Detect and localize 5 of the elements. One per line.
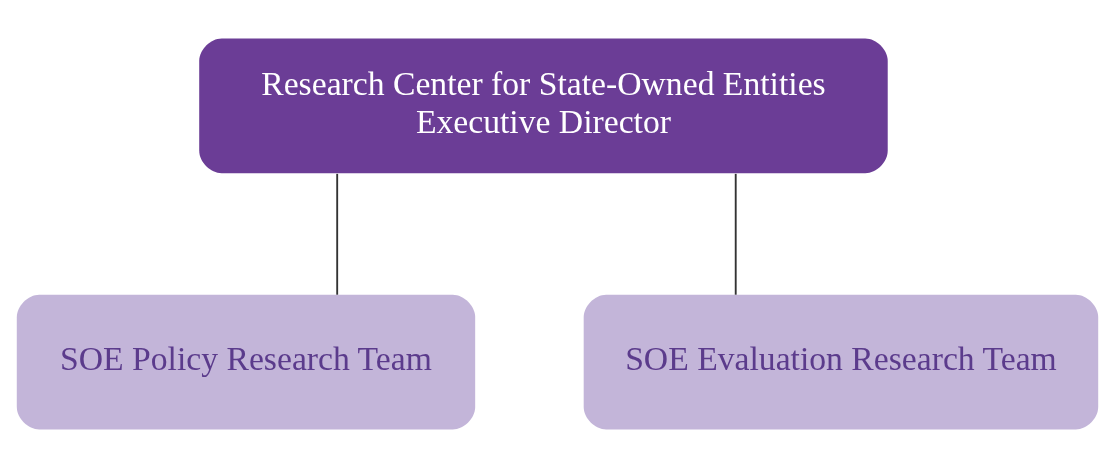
node-box: SOE Evaluation Research Team <box>583 294 1099 429</box>
node-box: SOE Policy Research Team <box>16 294 476 429</box>
node-box: Research Center for State-Owned Entities Executive Director <box>199 38 888 173</box>
connector <box>734 172 737 296</box>
connector <box>336 172 339 296</box>
